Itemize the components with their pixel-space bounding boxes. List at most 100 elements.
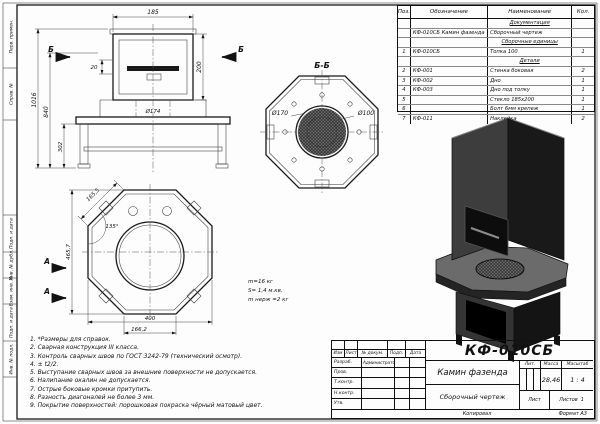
scale-value: 1 : 4 (570, 375, 585, 384)
cell-pos: 3 (398, 76, 411, 86)
dim-1016: 1016 (31, 92, 38, 107)
cell-pos: 6 (398, 105, 411, 114)
mass-label: Масса (541, 361, 562, 368)
th-list: Лист (345, 350, 358, 357)
note-line: 9. Покрытие поверхностей: порошковая пок… (30, 402, 263, 410)
cell-code: КФ-010СБ Камин фазенда (411, 28, 489, 38)
role-row: Разраб.Администратор (332, 358, 425, 369)
dim-135deg: 135° (105, 224, 118, 230)
note-line: 2. Сварная конструкция III класса. (30, 344, 139, 352)
cell-qty: 1 (581, 106, 585, 113)
dim-185: 185 (147, 9, 159, 16)
cell-name: Болт 6мм крепеж (488, 105, 573, 114)
note-line: 5. Выступание сварных швов за внешние по… (30, 369, 258, 377)
cell-pos: 4 (398, 86, 411, 95)
cell-code (411, 105, 489, 114)
role-value (362, 368, 395, 378)
iso-firebox-door (464, 205, 509, 257)
front-foot-left (77, 163, 91, 169)
top-view: 165,5 135° 465,7 400 166,2 (43, 179, 218, 335)
th-podp: Подп. (388, 350, 406, 357)
cell-code (411, 38, 489, 47)
cell-name: Документация (488, 19, 573, 28)
dim-200: 200 (196, 61, 203, 73)
cell-qty: 1 (581, 87, 585, 94)
note-line: 3. Контроль сварных швов по ГОСТ 3242-79… (30, 352, 243, 360)
dim-840: 840 (43, 106, 50, 118)
front-dim-200: 200 (195, 33, 207, 101)
dim-302: 302 (58, 141, 64, 152)
iso-leg-2 (508, 350, 514, 362)
cell-qty: 1 (581, 77, 585, 84)
cell-name: Стенка боковая (488, 66, 573, 76)
top-dim-166-2: 166,2 (123, 316, 177, 335)
section-letter-b-right: Б (238, 45, 244, 54)
mass-note-weight: m=16 кг (248, 279, 273, 285)
sheets-cell: Листов 1 (550, 391, 593, 409)
mass-note-area: S= 1,4 м.кв. (248, 288, 283, 294)
cell-name: Сборочный чертеж (488, 28, 573, 38)
role-value: Администратор (362, 358, 395, 368)
front-dim-185: 185 (112, 9, 194, 32)
dim-d100: Ø100 (357, 110, 374, 117)
dim-d170: Ø170 (271, 110, 288, 117)
front-view: Ø174 185 200 1016 840 (31, 9, 244, 172)
notes-block: 1. *Размеры для справок. 2. Сварная конс… (30, 336, 326, 411)
parts-table: Поз. Обозначение Наименование Кол. Докум… (397, 5, 595, 124)
copied-label: Копировал (462, 411, 492, 417)
cell-pos (398, 57, 411, 66)
title-block-bottom-strip: Копировал Формат А3 (332, 409, 593, 417)
mass-note-stainless: m нерж =2 кг (248, 297, 288, 303)
product-name: Камин фазенда (426, 361, 519, 385)
dim-165-5: 165,5 (86, 187, 102, 203)
margin-label-perv-primen: Перв. примен. (9, 20, 15, 54)
col-header-name: Наименование (488, 6, 573, 18)
cell-qty (572, 29, 594, 38)
section-letter-a-top: А (43, 257, 50, 266)
margin-label-vzam-inv: Взам. инв. № (9, 275, 15, 306)
iso-panel-top-edge (451, 117, 565, 139)
front-dim-840: 840 (43, 52, 98, 169)
parts-table-header: Поз. Обозначение Наименование Кол. (398, 6, 594, 19)
iso-back-panel-right (507, 117, 565, 261)
role-row: Пров. (332, 368, 425, 379)
dim-400: 400 (145, 316, 156, 322)
section-grill-mesh (298, 108, 346, 156)
iso-grill (475, 258, 525, 280)
cell-qty: 1 (581, 48, 585, 55)
format-label: Формат А3 (558, 411, 587, 417)
margin-label-inv-dubl: Инв. № дубл. (9, 250, 15, 281)
scale-label: Масштаб (566, 362, 589, 367)
note-line: 7. Острые боковые кромки притупить. (30, 385, 153, 393)
margin-label-podp-data-2: Подп. и дата (9, 307, 15, 338)
title-block-roles: Разраб.Администратор Пров. Т.контр. Н.ко… (332, 358, 425, 409)
cell-code (411, 57, 489, 66)
drawing-number: КФ-010СБ (425, 341, 593, 361)
margin-label-sprav: Справ. № (9, 83, 15, 105)
cell-name: Сборочные единицы (488, 38, 573, 47)
title-block-header-row: Изм Лист № докум. Подп. Дата (332, 350, 425, 358)
table-row: Документация (398, 19, 594, 29)
front-leg-left (79, 123, 89, 165)
margin-label-inv-podl: Инв. № подл. (9, 343, 15, 374)
cell-name: Детали (488, 57, 573, 66)
col-header-code: Обозначение (411, 6, 489, 18)
table-row: Сборочные единицы (398, 38, 594, 48)
margin-label-podp-data-1: Подп. и дата (9, 218, 15, 249)
sheet-label: Лист (520, 391, 550, 409)
cell-name: Наклейка (488, 114, 573, 124)
iso-table-edge (435, 273, 567, 301)
cell-code: КФ-002 (411, 76, 489, 86)
role-row: Утв. (332, 398, 425, 409)
top-section-marks: А А (43, 257, 67, 304)
cell-code: КФ-010СБ (411, 47, 489, 57)
note-line: 1. *Размеры для справок. (30, 336, 111, 343)
section-view-bb: Б-Б Ø170 Ø100 (260, 61, 384, 194)
cell-pos (398, 38, 411, 47)
